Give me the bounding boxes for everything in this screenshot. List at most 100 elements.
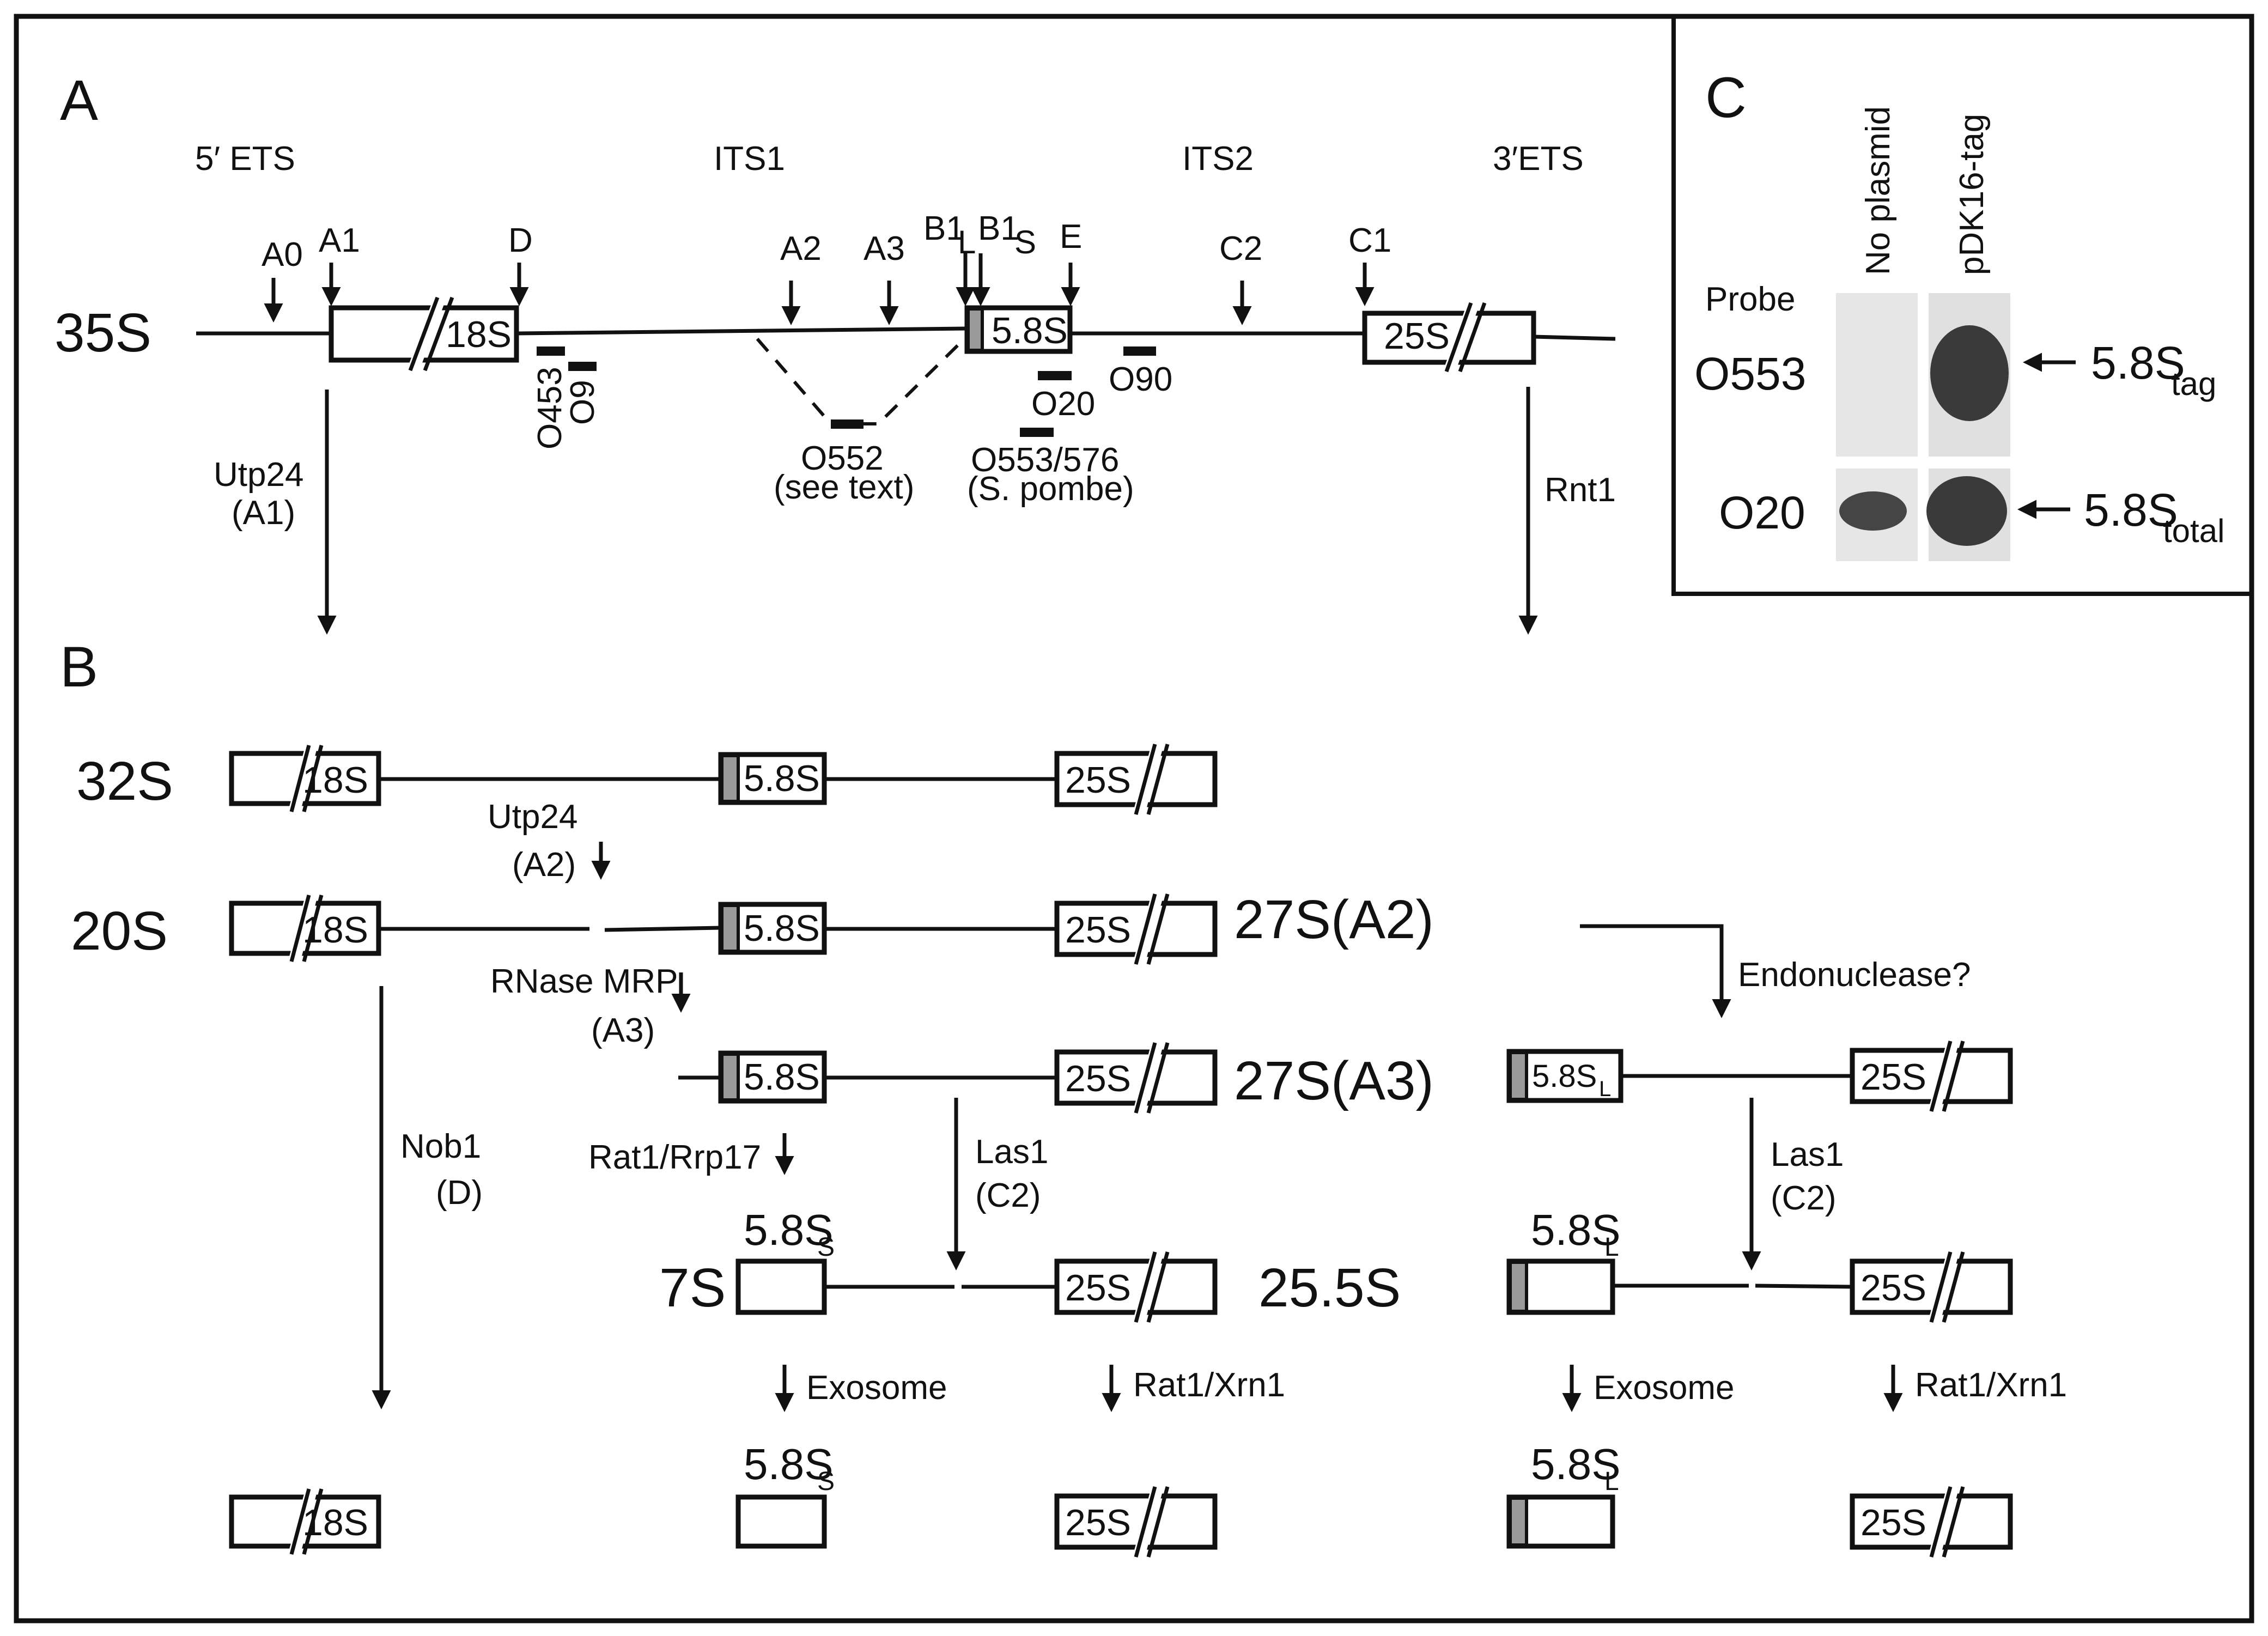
step-las1-right: Las1 (C2) xyxy=(1742,1098,1844,1270)
panel-b-label: B xyxy=(60,635,98,699)
35s-25s-box: 25S xyxy=(1362,301,1536,374)
svg-text:S: S xyxy=(1014,224,1036,260)
site-b1l: B1 L xyxy=(923,210,976,306)
27s-a3-5-8s-box: 5.8S xyxy=(718,1050,827,1104)
svg-text:(A1): (A1) xyxy=(232,494,295,532)
lane-pdk16-tag: pDK16-tag xyxy=(1953,114,1991,275)
svg-text:18S: 18S xyxy=(446,314,512,355)
panel-c-frame xyxy=(1671,14,2254,596)
svg-text:A2: A2 xyxy=(780,230,822,267)
site-d: D xyxy=(508,222,533,306)
svg-text:O20: O20 xyxy=(1031,385,1095,423)
svg-text:Rat1/Xrn1: Rat1/Xrn1 xyxy=(1133,1366,1285,1404)
27s-a2-its1-line xyxy=(604,926,721,932)
product-18s-box: 18S xyxy=(229,1487,381,1556)
step-rat1-xrn1-right: Rat1/Xrn1 xyxy=(1883,1365,2067,1412)
band-o553-pdk16 xyxy=(1930,325,2009,421)
svg-text:Rnt1: Rnt1 xyxy=(1545,471,1616,509)
27s-l-25s-box: 25S xyxy=(1850,1039,2013,1113)
svg-text:25S: 25S xyxy=(1065,1502,1131,1543)
label-5-8s-l-upper: 5.8S L xyxy=(1531,1206,1621,1262)
svg-text:(C2): (C2) xyxy=(975,1177,1041,1214)
27s-l-5-8s-l-box: 5.8S L xyxy=(1506,1049,1624,1103)
svg-text:25S: 25S xyxy=(1860,1056,1926,1098)
svg-text:total: total xyxy=(2163,513,2224,549)
svg-text:tag: tag xyxy=(2171,366,2216,402)
svg-text:25S: 25S xyxy=(1065,1267,1131,1309)
svg-text:(S. pombe): (S. pombe) xyxy=(967,470,1134,508)
band-o20-no-plasmid xyxy=(1839,491,1907,531)
svg-text:(A3): (A3) xyxy=(591,1012,655,1049)
product-5-8s-l-box xyxy=(1506,1494,1615,1549)
svg-text:5.8S: 5.8S xyxy=(1531,1440,1621,1488)
band-label-total: 5.8S total xyxy=(2017,484,2224,549)
svg-text:L: L xyxy=(1604,1467,1619,1496)
probe-o90: O90 xyxy=(1109,346,1172,398)
svg-text:5.8S: 5.8S xyxy=(2091,337,2185,388)
svg-text:Las1: Las1 xyxy=(975,1133,1048,1171)
probe-o453: O453 xyxy=(531,346,569,449)
svg-text:5.8S: 5.8S xyxy=(992,310,1068,351)
product-25s-box-middle: 25S xyxy=(1054,1485,1218,1559)
svg-text:L: L xyxy=(1599,1077,1611,1101)
species-27s-a3: 27S(A3) xyxy=(1234,1050,1434,1111)
panel-c-label: C xyxy=(1705,66,1747,130)
arrow-rnt1: Rnt1 xyxy=(1518,387,1616,635)
product-25s-box-right: 25S xyxy=(1850,1485,2013,1559)
probe-o552: O552 (see text) xyxy=(756,337,966,506)
step-las1-middle: Las1 (C2) xyxy=(946,1098,1048,1270)
svg-text:25S: 25S xyxy=(1860,1502,1926,1543)
svg-text:(see text): (see text) xyxy=(774,469,914,506)
35s-backbone-its1 xyxy=(516,326,968,336)
svg-text:B1: B1 xyxy=(978,210,1019,247)
label-5-8s-s-lower: 5.8S S xyxy=(744,1440,835,1496)
site-c1: C1 xyxy=(1348,222,1391,306)
7s-5-8s-box xyxy=(735,1258,827,1315)
svg-text:5.8S: 5.8S xyxy=(744,908,820,949)
27s-a2-25s-box: 25S xyxy=(1054,892,1218,966)
35s-18s-box: 18S xyxy=(329,295,519,373)
species-7s: 7S xyxy=(659,1257,726,1318)
probe-header: Probe xyxy=(1705,281,1795,318)
svg-text:RNase MRP: RNase MRP xyxy=(490,963,678,1000)
svg-text:E: E xyxy=(1060,218,1082,256)
svg-text:(C2): (C2) xyxy=(1771,1179,1837,1217)
35s-backbone-3ets xyxy=(1533,335,1616,341)
svg-text:S: S xyxy=(817,1467,835,1496)
svg-text:O552: O552 xyxy=(801,440,884,477)
blot-probe-o553: O553 xyxy=(1694,348,1807,399)
svg-text:B1: B1 xyxy=(923,210,965,247)
svg-text:18S: 18S xyxy=(302,909,368,951)
site-e: E xyxy=(1060,218,1082,306)
svg-text:25S: 25S xyxy=(1065,759,1131,801)
svg-text:5.8S: 5.8S xyxy=(1531,1206,1621,1254)
svg-text:L: L xyxy=(1604,1233,1619,1262)
svg-text:5.8S: 5.8S xyxy=(1532,1059,1597,1094)
svg-text:A0: A0 xyxy=(262,236,303,273)
site-a1: A1 xyxy=(319,222,360,306)
species-25-5s: 25.5S xyxy=(1258,1257,1401,1318)
site-a0: A0 xyxy=(262,236,303,323)
step-rnase-mrp: RNase MRP (A3) xyxy=(490,963,691,1049)
species-20s: 20S xyxy=(71,901,168,962)
svg-text:5.8S: 5.8S xyxy=(744,1206,834,1254)
region-5ets: 5′ ETS xyxy=(195,140,295,178)
step-endonuclease: Endonuclease? xyxy=(1580,924,1971,1018)
lane-no-plasmid: No plasmid xyxy=(1859,106,1897,275)
band-label-tag: 5.8S tag xyxy=(2023,337,2216,402)
precursor-35s-label: 35S xyxy=(54,302,151,363)
svg-text:25S: 25S xyxy=(1860,1267,1926,1309)
svg-text:O453: O453 xyxy=(531,367,569,449)
svg-text:Utp24: Utp24 xyxy=(488,798,577,836)
product-5-8s-s-box xyxy=(735,1494,827,1549)
label-5-8s-s-upper: 5.8S S xyxy=(744,1206,835,1262)
arrow-utp24-a1: Utp24 (A1) xyxy=(214,390,337,635)
region-3ets: 3′ETS xyxy=(1493,140,1584,178)
svg-text:(D): (D) xyxy=(436,1174,483,1212)
probe-o9: O9 xyxy=(564,362,601,425)
svg-text:18S: 18S xyxy=(302,1502,368,1543)
svg-text:Nob1: Nob1 xyxy=(400,1128,481,1165)
species-27s-a2: 27S(A2) xyxy=(1234,889,1434,950)
probe-o553-576: O553/576 (S. pombe) xyxy=(967,428,1134,508)
35s-5-8s-box: 5.8S xyxy=(964,305,1073,354)
